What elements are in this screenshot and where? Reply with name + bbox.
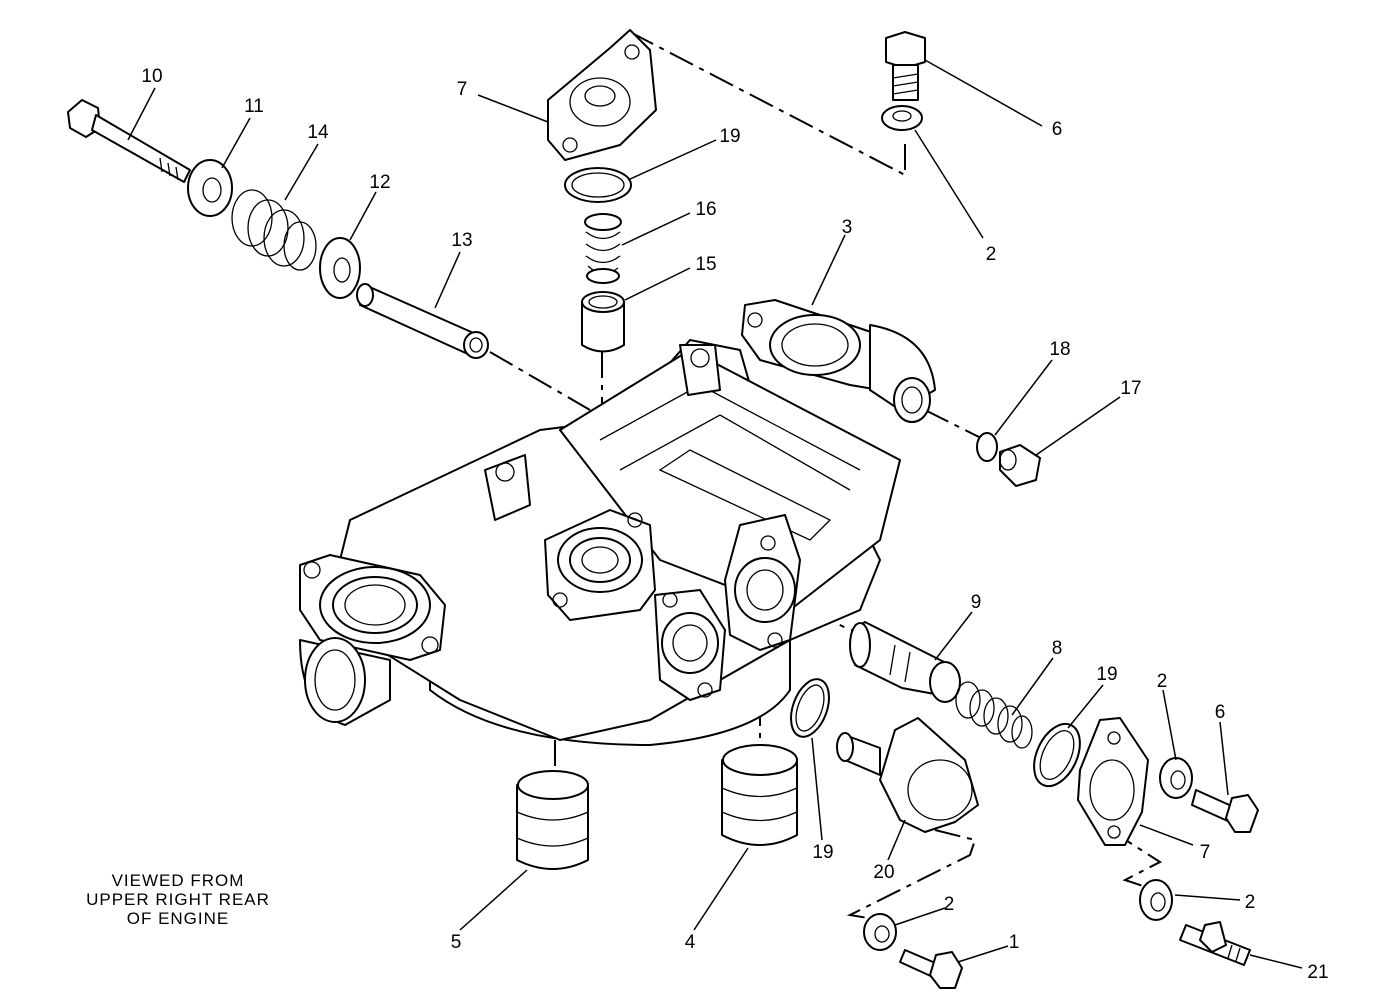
callout-2-top: 2 <box>986 244 997 265</box>
part-10-bolt <box>67 99 191 183</box>
part-5-plug <box>516 770 589 870</box>
part-20-sender <box>836 717 979 833</box>
callout-7-top: 7 <box>457 79 468 100</box>
part-6-bolt-right <box>1191 789 1259 833</box>
part-7-cover-right <box>1077 717 1149 846</box>
view-note-line-3: OF ENGINE <box>127 909 230 928</box>
part-2-washer-right <box>1159 757 1193 799</box>
callout-19-top: 19 <box>719 126 740 147</box>
part-1-bolt <box>899 949 963 989</box>
callout-11: 11 <box>244 96 264 117</box>
part-2-washer-lower-right <box>1139 879 1173 921</box>
callout-7-right: 7 <box>1200 842 1211 863</box>
callout-18: 18 <box>1049 339 1070 360</box>
callout-2-right: 2 <box>1157 671 1168 692</box>
callout-numbers: 10 11 14 12 13 7 19 16 15 6 2 3 18 17 9 … <box>141 66 1328 983</box>
view-note: VIEWED FROM UPPER RIGHT REAR OF ENGINE <box>86 871 270 928</box>
callout-19-right: 19 <box>1096 664 1117 685</box>
callout-2-bottom: 2 <box>944 894 955 915</box>
view-note-line-1: VIEWED FROM <box>112 871 245 890</box>
part-14-spring <box>231 189 317 271</box>
callout-14: 14 <box>307 122 329 143</box>
callout-5: 5 <box>451 932 462 953</box>
part-18-oring <box>976 432 998 462</box>
callout-9: 9 <box>971 592 982 613</box>
part-21-stud <box>1179 921 1251 966</box>
part-9-valve <box>849 621 961 703</box>
part-12-washer <box>319 237 361 299</box>
part-2-washer-top <box>881 105 923 131</box>
part-2-washer-bottom <box>863 913 897 951</box>
callout-8: 8 <box>1052 638 1063 659</box>
callout-4: 4 <box>685 932 696 953</box>
callout-2-lower-right: 2 <box>1245 892 1256 913</box>
callout-20: 20 <box>873 862 894 883</box>
callout-3: 3 <box>842 217 853 238</box>
main-housing <box>299 299 936 746</box>
part-17-plug <box>999 444 1041 487</box>
part-19-oring-lower <box>790 678 830 738</box>
callout-1: 1 <box>1009 932 1020 953</box>
part-6-bolt-top <box>885 31 926 101</box>
callout-6-right: 6 <box>1215 702 1226 723</box>
part-11-washer <box>187 159 233 217</box>
callout-16: 16 <box>695 199 716 220</box>
callout-21: 21 <box>1307 962 1328 983</box>
callout-13: 13 <box>451 230 472 251</box>
callout-17: 17 <box>1120 378 1141 399</box>
part-8-spring <box>955 681 1033 749</box>
part-16-spring <box>584 213 622 284</box>
part-13-sleeve <box>356 283 489 359</box>
callout-6-top: 6 <box>1052 119 1063 140</box>
part-7-cover-top <box>547 29 657 161</box>
callout-19-lower: 19 <box>812 842 833 863</box>
part-19-oring-top <box>564 167 632 203</box>
leader-lines <box>127 59 1303 969</box>
callout-12: 12 <box>369 172 390 193</box>
callout-10: 10 <box>141 66 162 87</box>
part-4-plug <box>721 744 798 846</box>
view-note-line-2: UPPER RIGHT REAR <box>86 890 270 909</box>
callout-15: 15 <box>695 254 716 275</box>
part-15-valve <box>581 291 625 353</box>
